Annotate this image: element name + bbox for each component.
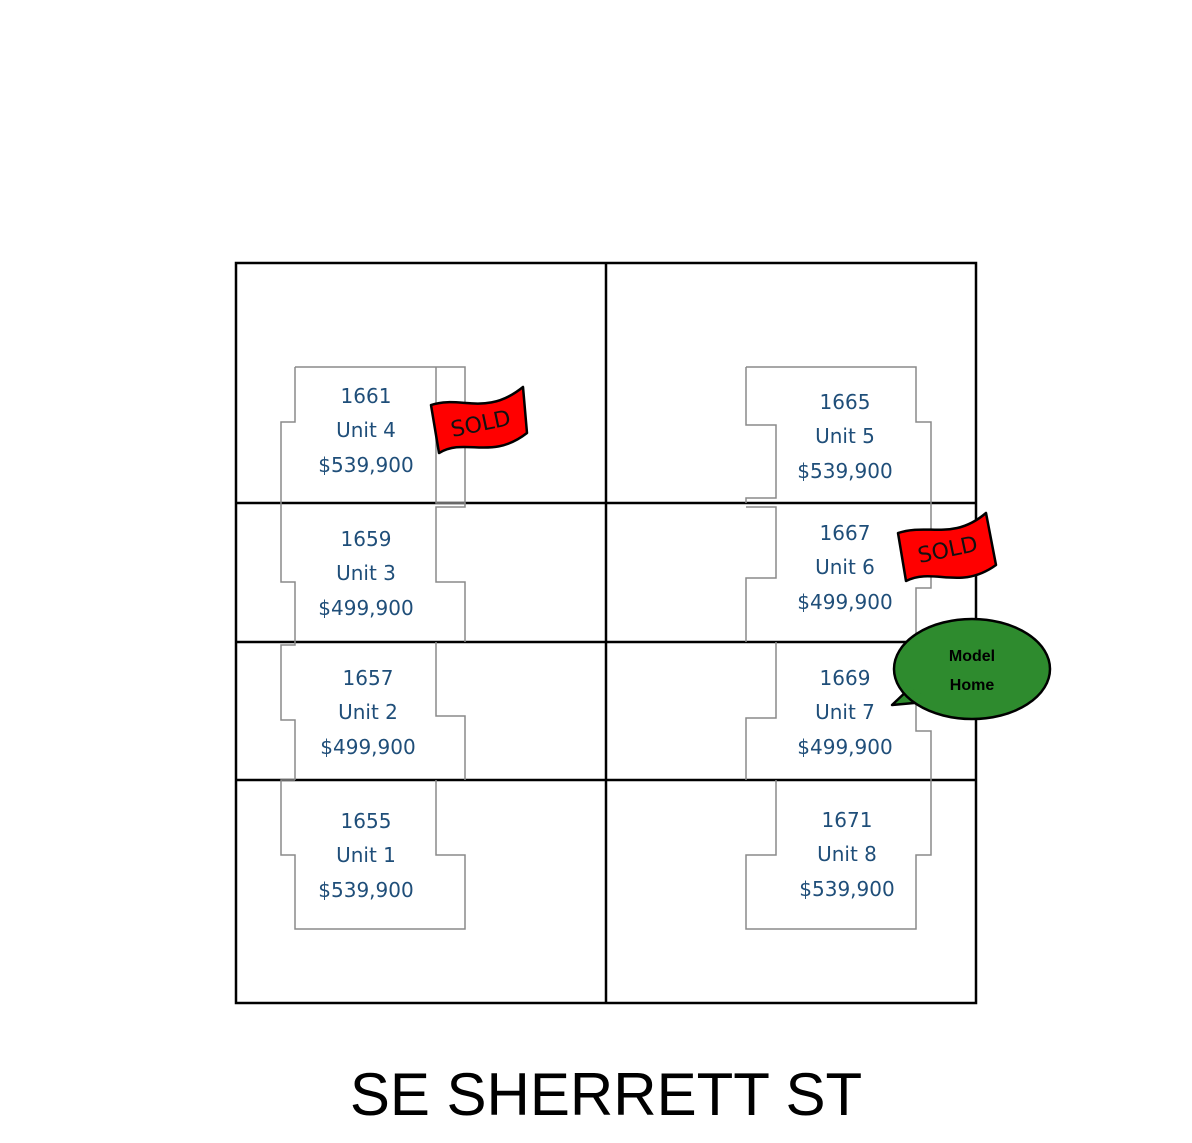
sold-flag-unit-4: SOLD: [429, 385, 529, 455]
unit-8-number: Unit 8: [817, 842, 877, 866]
model-home-line-1: Model: [949, 648, 995, 665]
street-name: SE SHERRETT ST: [350, 1061, 862, 1128]
model-home-line-2: Home: [950, 677, 995, 694]
unit-6-label: 1667 Unit 6 $499,900: [797, 521, 892, 614]
sold-flag-icon: [896, 511, 998, 583]
speech-bubble-body: [892, 617, 1052, 721]
sold-flag-unit-6: SOLD: [896, 511, 998, 583]
unit-4-number: Unit 4: [336, 418, 396, 442]
model-home-callout: Model Home: [890, 617, 1052, 721]
unit-1-number: Unit 1: [336, 843, 396, 867]
unit-2-number: Unit 2: [338, 700, 398, 724]
unit-7-price: $499,900: [797, 735, 892, 759]
sold-flag-icon: [429, 385, 529, 455]
unit-7-address: 1669: [820, 666, 871, 690]
footprint-unit-5: [745, 366, 932, 503]
footprint-unit-1: [280, 779, 466, 930]
unit-2-price: $499,900: [320, 735, 415, 759]
unit-1-price: $539,900: [318, 878, 413, 902]
unit-1-label: 1655 Unit 1 $539,900: [318, 809, 413, 902]
unit-2-label: 1657 Unit 2 $499,900: [320, 666, 415, 759]
unit-4-price: $539,900: [318, 453, 413, 477]
unit-5-price: $539,900: [797, 459, 892, 483]
unit-6-number: Unit 6: [815, 555, 875, 579]
unit-5-address: 1665: [820, 390, 871, 414]
footprint-unit-3: [280, 503, 466, 642]
unit-7-number: Unit 7: [815, 700, 875, 724]
unit-2-address: 1657: [343, 666, 394, 690]
unit-3-price: $499,900: [318, 596, 413, 620]
unit-4-address: 1661: [341, 384, 392, 408]
unit-8-address: 1671: [822, 808, 873, 832]
footprint-unit-2: [280, 642, 466, 780]
unit-4-label: 1661 Unit 4 $539,900: [318, 384, 413, 477]
footprint-unit-8: [745, 780, 932, 930]
unit-3-label: 1659 Unit 3 $499,900: [318, 527, 413, 620]
unit-8-label: 1671 Unit 8 $539,900: [799, 808, 894, 901]
unit-8-price: $539,900: [799, 877, 894, 901]
unit-5-number: Unit 5: [815, 424, 875, 448]
unit-6-address: 1667: [820, 521, 871, 545]
unit-3-number: Unit 3: [336, 561, 396, 585]
unit-3-address: 1659: [341, 527, 392, 551]
unit-6-price: $499,900: [797, 590, 892, 614]
unit-7-label: 1669 Unit 7 $499,900: [797, 666, 892, 759]
unit-5-label: 1665 Unit 5 $539,900: [797, 390, 892, 483]
unit-1-address: 1655: [341, 809, 392, 833]
